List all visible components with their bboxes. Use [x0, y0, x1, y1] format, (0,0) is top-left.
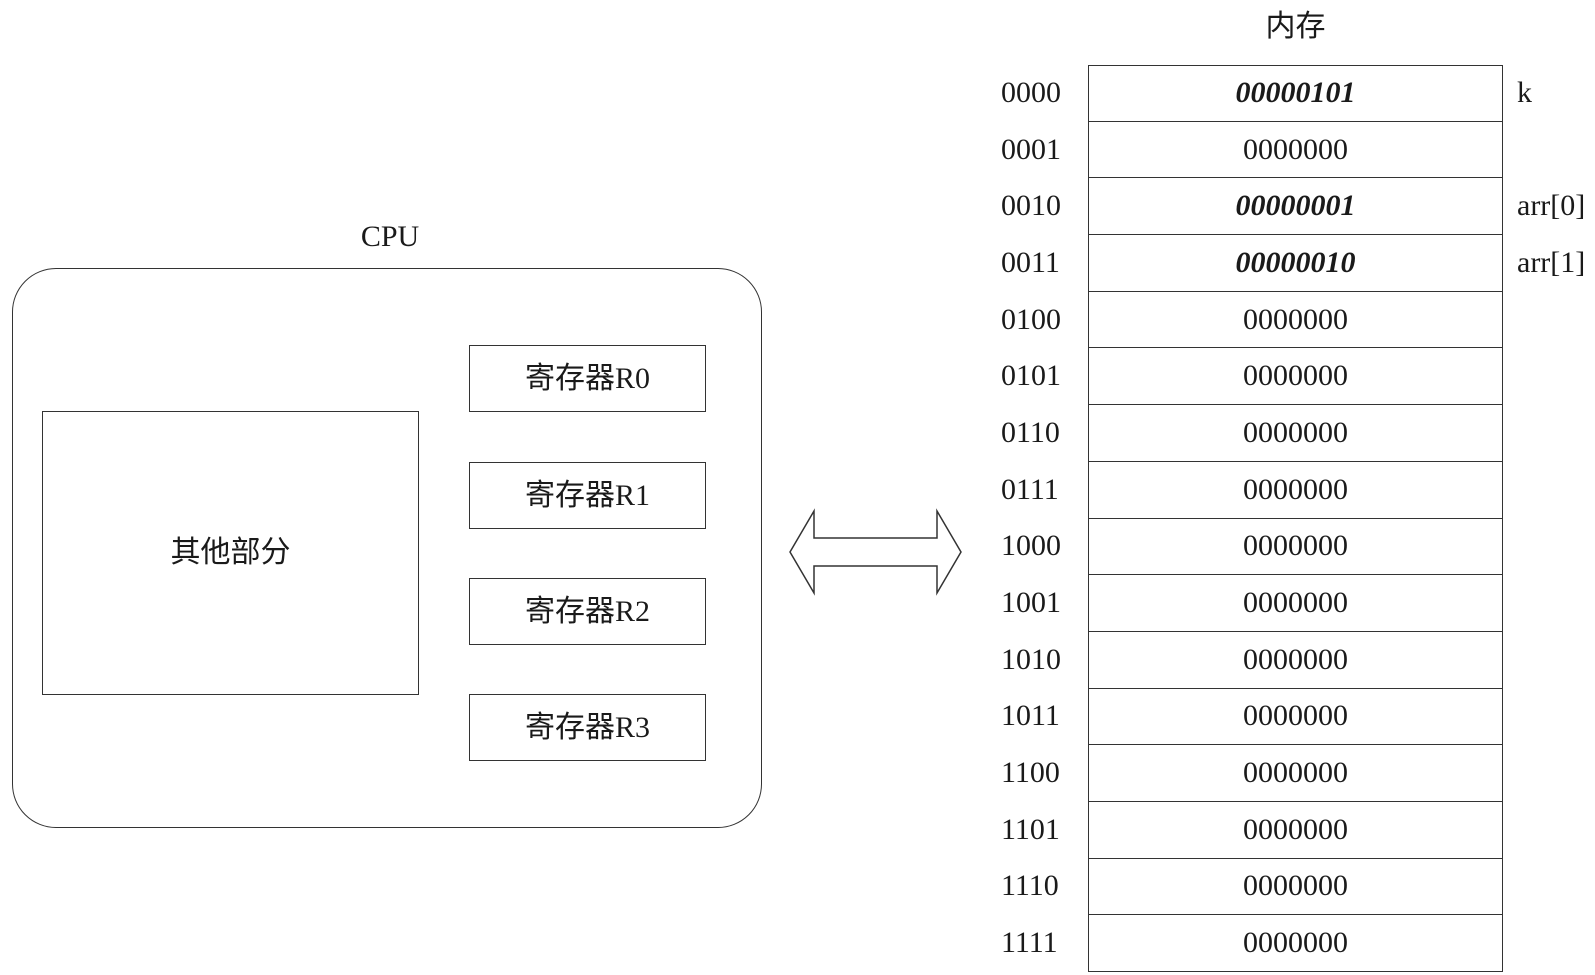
memory-address: 0100: [1001, 302, 1061, 336]
memory-value: 0000000: [1243, 812, 1348, 846]
memory-row: 1101 0000000: [1001, 801, 1503, 859]
cpu-box: [12, 268, 762, 828]
memory-row: 0010 00000001 arr[0]: [1001, 178, 1585, 236]
memory-row: 1010 0000000: [1001, 631, 1503, 689]
memory-row: 1111 0000000: [1001, 915, 1503, 972]
memory-row: 1110 0000000: [1001, 858, 1503, 916]
register-label: 寄存器R1: [524, 478, 650, 512]
memory-row: 1000 0000000: [1001, 518, 1503, 576]
memory-address: 0101: [1001, 359, 1061, 393]
other-part-box: 其他部分: [42, 411, 419, 695]
memory-row: 0111 0000000: [1001, 461, 1503, 519]
memory-address: 0011: [1001, 245, 1060, 279]
cpu-title: CPU: [360, 220, 420, 253]
memory-row: 0001 0000000: [1001, 121, 1503, 179]
memory-value: 00000001: [1235, 189, 1356, 223]
memory-address: 1010: [1001, 642, 1061, 676]
memory-value: 0000000: [1243, 756, 1348, 790]
memory-value: 0000000: [1243, 926, 1348, 960]
register-r3: 寄存器R3: [469, 694, 706, 761]
memory-value: 0000000: [1243, 359, 1348, 393]
memory-row: 1011 0000000: [1001, 688, 1503, 746]
memory-value: 0000000: [1243, 302, 1348, 336]
register-label: 寄存器R0: [524, 361, 650, 395]
memory-row: 0110 0000000: [1001, 405, 1503, 462]
memory-value: 0000000: [1243, 642, 1348, 676]
memory-address: 0111: [1001, 472, 1059, 506]
memory-value: 00000010: [1235, 245, 1356, 279]
memory-address: 0001: [1001, 132, 1061, 166]
register-r0: 寄存器R0: [469, 345, 706, 412]
memory-value: 0000000: [1243, 699, 1348, 733]
variable-label: arr[1]: [1517, 245, 1586, 279]
other-part-label: 其他部分: [170, 536, 291, 569]
memory-row: 0101 0000000: [1001, 348, 1503, 406]
memory-value: 0000000: [1243, 869, 1348, 903]
memory-row: 1001 0000000: [1001, 575, 1503, 632]
memory-address: 0000: [1001, 76, 1061, 110]
register-label: 寄存器R2: [524, 594, 650, 628]
memory-address: 1110: [1001, 869, 1059, 903]
memory-address: 0010: [1001, 189, 1061, 223]
memory-row: 1100 0000000: [1001, 745, 1503, 802]
variable-label: arr[0]: [1517, 189, 1586, 223]
memory-row: 0000 00000101 k: [1001, 65, 1532, 122]
memory-value: 0000000: [1243, 586, 1348, 620]
memory-address: 1101: [1001, 812, 1060, 846]
memory-address: 1111: [1001, 926, 1058, 960]
memory-address: 0110: [1001, 415, 1060, 449]
memory-value: 0000000: [1243, 529, 1348, 563]
double-headed-arrow-icon: [789, 508, 962, 596]
memory-row: 0011 00000010 arr[1]: [1001, 235, 1585, 292]
memory-address: 1011: [1001, 699, 1060, 733]
memory-title: 内存: [1265, 10, 1326, 43]
register-r1: 寄存器R1: [469, 462, 706, 529]
memory-address: 1000: [1001, 529, 1061, 563]
register-r2: 寄存器R2: [469, 578, 706, 645]
memory-table: 0000 00000101 k 0001 0000000 0010 00000001 arr[…: [1001, 65, 1585, 972]
register-label: 寄存器R3: [524, 710, 650, 744]
memory-value: 0000000: [1243, 472, 1348, 506]
memory-address: 1100: [1001, 756, 1060, 790]
memory-address: 1001: [1001, 586, 1061, 620]
memory-value: 0000000: [1243, 132, 1348, 166]
memory-value: 0000000: [1243, 415, 1348, 449]
memory-value: 00000101: [1235, 76, 1356, 110]
variable-label: k: [1517, 76, 1532, 110]
memory-row: 0100 0000000: [1001, 291, 1503, 349]
